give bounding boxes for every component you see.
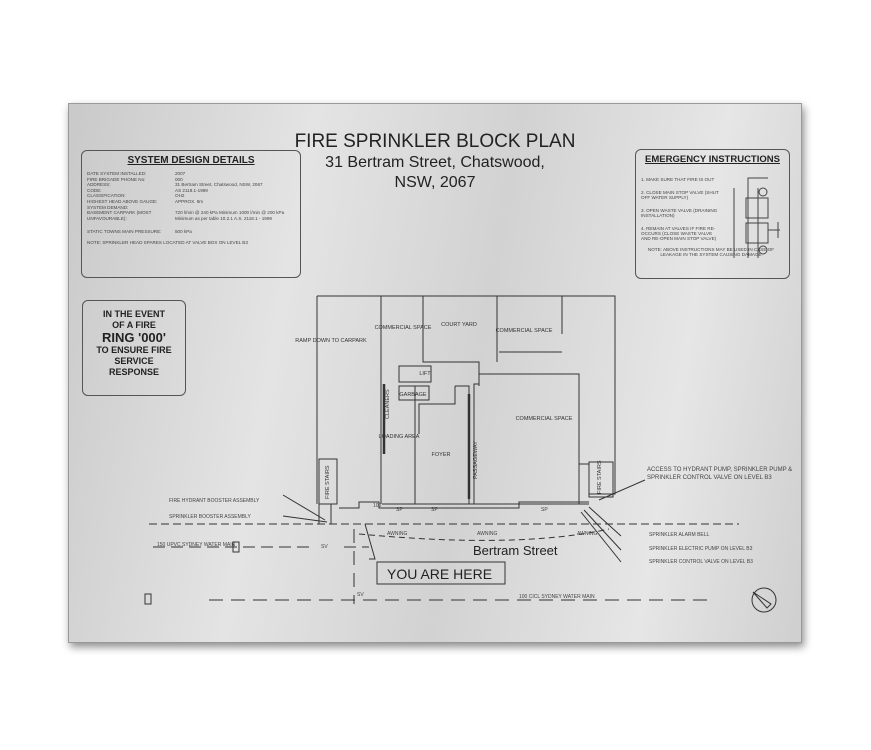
- label-awning: AWNING: [577, 531, 597, 537]
- ring-text: OF A FIRE: [112, 320, 156, 330]
- sprinkler-block-plan-plaque: FIRE SPRINKLER BLOCK PLAN 31 Bertram Str…: [68, 103, 802, 643]
- detail-key: CLASSIFICATION:: [87, 193, 126, 199]
- address-line-1: 31 Bertram Street, Chatswood,: [325, 154, 545, 171]
- detail-key: BASEMENT CARPARK (MOST UNFAVOURABLE):: [87, 210, 152, 221]
- garbage-box: [398, 385, 430, 401]
- ring-text: IN THE EVENT: [102, 309, 165, 319]
- emergency-step: 4. REMAIN AT VALVES IF FIRE RE-OCCURS (C…: [641, 226, 717, 241]
- room-fire-stairs-2: FIRE STAIRS: [597, 460, 603, 494]
- label-water-main-100: 100 CICL SYDNEY WATER MAIN: [519, 594, 595, 600]
- detail-value: OH2: [175, 193, 185, 199]
- label-alarm-bell: SPRINKLER ALARM BELL: [649, 532, 710, 538]
- detail-value: 720 l/min @ 240 kPa Minimum 1000 l/min @…: [175, 210, 285, 221]
- room-garbage: GARBAGE: [399, 392, 427, 398]
- emergency-heading: EMERGENCY INSTRUCTIONS: [645, 154, 780, 165]
- ring-number: RING '000': [102, 330, 166, 345]
- design-detail-row: HIGHEST HEAD ABOVE GAUGE: APPROX. 9m: [82, 199, 300, 205]
- design-detail-row: BASEMENT CARPARK (MOST UNFAVOURABLE): 720…: [82, 210, 300, 221]
- address-line-2: NSW, 2067: [394, 174, 476, 191]
- label-water-main-150: 150 UPVC SYDNEY WATER MAIN: [157, 542, 236, 548]
- detail-key: ADDRESS:: [87, 182, 111, 188]
- valve-diagram-icon: [733, 177, 780, 258]
- lift-box: [398, 365, 432, 383]
- detail-key: FIRE BRIGADE PHONE No:: [87, 176, 146, 182]
- detail-key: HIGHEST HEAD ABOVE GAUGE:: [87, 198, 158, 204]
- room-commercial-3: COMMERCIAL SPACE: [516, 416, 573, 422]
- design-detail-row: CODE: AS 2118.1-1999: [82, 188, 300, 194]
- fire-stairs-left: [318, 458, 338, 505]
- label-sprinkler-booster: SPRINKLER BOOSTER ASSEMBLY: [169, 514, 252, 520]
- label-sv: SV: [321, 544, 328, 550]
- detail-value: AS 2118.1-1999: [175, 187, 208, 193]
- ring-text: SERVICE: [114, 356, 154, 366]
- room-foyer: FOYER: [432, 452, 451, 458]
- label-awning: AWNING: [477, 531, 497, 537]
- label-access-pump: ACCESS TO HYDRANT PUMP, SPRINKLER PUMP &…: [647, 467, 793, 481]
- svg-text:RAMP DOWN TO CARPARK: RAMP DOWN TO CARPARK: [295, 338, 367, 344]
- detail-value: APPROX. 9m: [175, 198, 204, 204]
- you-are-here-box: [376, 561, 506, 585]
- room-commercial-2: COMMERCIAL SPACE: [496, 328, 553, 334]
- label-pipe-100: 100: [373, 503, 382, 509]
- design-detail-row: SYSTEM DEMAND:: [82, 205, 300, 211]
- label-sp: SP: [431, 507, 438, 513]
- room-loading-area: LOADING AREA: [379, 434, 420, 440]
- spares-note: NOTE: SPRINKLER HEAD SPARES LOCATED AT V…: [87, 239, 248, 245]
- plaque-header: FIRE SPRINKLER BLOCK PLAN 31 Bertram Str…: [69, 131, 801, 193]
- detail-value: 000: [175, 176, 183, 182]
- design-detail-row: CLASSIFICATION: OH2: [82, 193, 300, 199]
- label-control-valve: SPRINKLER CONTROL VALVE ON LEVEL B3: [649, 559, 753, 565]
- detail-key: STATIC TOWNS MAIN PRESSURE:: [87, 229, 162, 235]
- label-sp: SP: [396, 507, 403, 513]
- emergency-step: 3. OPEN WASTE VALVE (DRAINING INSTALLATI…: [641, 208, 718, 218]
- detail-key: DATE SYSTEM INSTALLED:: [87, 171, 147, 176]
- system-design-heading: SYSTEM DESIGN DETAILS: [127, 155, 255, 166]
- detail-value: 2007: [175, 171, 186, 176]
- room-fire-stairs-1: FIRE STAIRS: [325, 465, 331, 499]
- room-commercial-1: COMMERCIAL SPACE: [375, 325, 432, 331]
- label-sv: SV: [357, 592, 364, 598]
- design-detail-row: DATE SYSTEM INSTALLED: 2007: [82, 171, 300, 177]
- design-detail-row: STATIC TOWNS MAIN PRESSURE: 500 kPa: [82, 229, 300, 235]
- plan-title: FIRE SPRINKLER BLOCK PLAN: [294, 131, 576, 152]
- design-detail-row: ADDRESS: 31 Bertram Street, Chatswood, NS…: [82, 182, 300, 188]
- emergency-ring-000-panel: IN THE EVENT OF A FIRE RING '000' TO ENS…: [82, 300, 186, 396]
- emergency-step: 2. CLOSE MAIN STOP VALVE (SHUT OFF WATER…: [641, 190, 719, 200]
- room-ramp: RAMP DOWN TO CARPARK: [295, 338, 367, 344]
- detail-value: 500 kPa: [175, 229, 192, 235]
- you-are-here-label: YOU ARE HERE: [387, 566, 492, 582]
- floor-plan: RAMP DOWN TO CARPARK COMMERCIAL SPACE CO…: [144, 295, 777, 613]
- detail-key: SYSTEM DEMAND:: [87, 204, 129, 210]
- emergency-note: NOTE: ABOVE INSTRUCTIONS MAY BE USED IN …: [647, 247, 775, 257]
- fire-stairs-right: [588, 461, 614, 498]
- label-sp: SP: [541, 507, 548, 513]
- room-court-yard: COURT YARD: [441, 322, 477, 328]
- label-hydrant-booster: FIRE HYDRANT BOOSTER ASSEMBLY: [169, 498, 260, 504]
- detail-key: CODE:: [87, 187, 102, 193]
- detail-value: 31 Bertram Street, Chatswood, NSW, 2067: [175, 182, 263, 188]
- label-awning: AWNING: [387, 531, 407, 537]
- building-outline: [316, 295, 616, 505]
- ring-text: RESPONSE: [108, 367, 159, 377]
- street-name: Bertram Street: [473, 543, 558, 558]
- system-design-details-panel: SYSTEM DESIGN DETAILS DATE SYSTEM INSTAL…: [81, 150, 301, 278]
- room-cleaners: CLEANERS: [385, 389, 391, 419]
- label-electric-pump: SPRINKLER ELECTRIC PUMP ON LEVEL B3: [649, 546, 753, 552]
- room-passageway: PASSAGEWAY: [473, 441, 479, 479]
- emergency-instructions-panel: EMERGENCY INSTRUCTIONS 1. MAKE SURE THAT…: [635, 149, 790, 279]
- ring-text: TO ENSURE FIRE: [96, 345, 172, 355]
- room-lift: LIFT: [419, 371, 431, 377]
- emergency-step: 1. MAKE SURE THAT FIRE IS OUT: [641, 177, 715, 182]
- design-detail-row: FIRE BRIGADE PHONE No: 000: [82, 177, 300, 183]
